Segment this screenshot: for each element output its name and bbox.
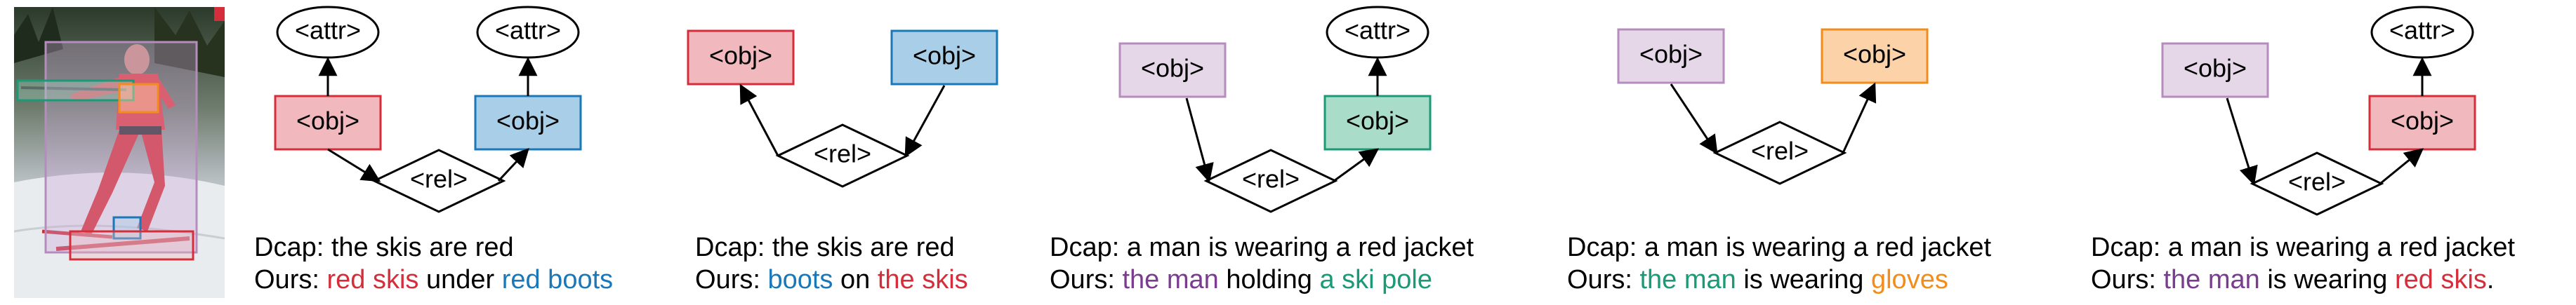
caption-phrase-blue: boots [767, 265, 833, 294]
obj-node [1118, 42, 1227, 98]
caption-panel-5: Dcap: a man is wearing a red jacket Ours… [2091, 231, 2515, 296]
rel-label: <rel> [1242, 165, 1300, 194]
dcap-caption: Dcap: a man is wearing a red jacket [2091, 233, 2516, 262]
caption-text: under [418, 265, 502, 294]
obj-label: <obj> [496, 107, 560, 135]
attr-label: <attr> [495, 16, 561, 45]
edge-arrow [2226, 97, 2258, 186]
rel-label: <rel> [814, 140, 871, 168]
caption-text: Ours: [1567, 265, 1640, 294]
edge-arrow [2379, 148, 2424, 185]
obj-label: <obj> [2391, 107, 2454, 135]
obj-node [2368, 95, 2476, 151]
dcap-caption: Dcap: the skis are red [254, 233, 514, 262]
caption-phrase-purple: the man [1122, 265, 1219, 294]
obj-node [1617, 28, 1725, 84]
rel-node [371, 149, 506, 213]
caption-text: Ours: [2091, 265, 2164, 294]
rel-label: <rel> [410, 165, 468, 194]
obj-label: <obj> [709, 41, 772, 70]
obj-label: <obj> [913, 41, 976, 70]
edge-arrow [1185, 97, 1214, 183]
caption-panel-3: Dcap: a man is wearing a red jacket Ours… [1050, 231, 1474, 296]
dcap-caption: Dcap: a man is wearing a red jacket [1567, 233, 1992, 262]
attr-label: <attr> [295, 16, 361, 45]
caption-text: Ours: [1050, 265, 1123, 294]
caption-phrase-blue: red boots [501, 265, 614, 294]
skier-photo [14, 7, 225, 298]
caption-text: Ours: [695, 265, 768, 294]
edge-arrow [497, 148, 529, 182]
obj-node [474, 95, 582, 151]
obj-node [687, 29, 795, 86]
dcap-caption: Dcap: a man is wearing a red jacket [1050, 233, 1474, 262]
obj-label: <obj> [1639, 40, 1703, 69]
attr-label: <attr> [1345, 16, 1411, 45]
ours-caption: Ours: red skis under red boots [254, 264, 613, 296]
ours-caption: Ours: boots on the skis [695, 264, 968, 296]
caption-panel-4: Dcap: a man is wearing a red jacket Ours… [1567, 231, 1991, 296]
rel-label: <rel> [1751, 137, 1809, 165]
caption-phrase-orange: gloves [1870, 265, 1948, 294]
obj-node [2161, 42, 2269, 98]
caption-text: on [833, 265, 878, 294]
edge-arrow [1333, 148, 1380, 182]
caption-text: . [2486, 265, 2495, 294]
obj-label: <obj> [1141, 54, 1204, 83]
obj-label: <obj> [1346, 107, 1409, 135]
obj-node [890, 29, 998, 86]
obj-node [274, 95, 382, 151]
caption-text: holding [1218, 265, 1320, 294]
caption-text: Ours: [254, 265, 327, 294]
edge-arrow [904, 85, 946, 158]
edge-arrow [327, 148, 381, 182]
caption-phrase-red: red skis [326, 265, 419, 294]
obj-label: <obj> [1843, 40, 1906, 69]
obj-label: <obj> [2184, 54, 2247, 83]
rel-node [1712, 121, 1847, 185]
rel-label: <rel> [2288, 168, 2346, 196]
ours-caption: Ours: the man holding a ski pole [1050, 264, 1474, 296]
caption-phrase-purple: the man [2163, 265, 2260, 294]
obj-label: <obj> [296, 107, 359, 135]
ours-caption: Ours: the man is wearing red skis. [2091, 264, 2515, 296]
caption-phrase-teal: a ski pole [1319, 265, 1432, 294]
caption-text: is wearing [2259, 265, 2395, 294]
attr-label: <attr> [2389, 16, 2455, 45]
edge-arrow [1670, 83, 1718, 155]
caption-panel-1: Dcap: the skis are red Ours: red skis un… [254, 231, 613, 296]
dcap-caption: Dcap: the skis are red [695, 233, 955, 262]
edge-arrow [1842, 82, 1877, 154]
caption-phrase-red: red skis [2394, 265, 2487, 294]
caption-phrase-teal: the man [1639, 265, 1736, 294]
caption-phrase-red: the skis [877, 265, 968, 294]
edge-arrow [739, 83, 779, 156]
caption-text: is wearing [1736, 265, 1871, 294]
caption-panel-2: Dcap: the skis are red Ours: boots on th… [695, 231, 968, 296]
ours-caption: Ours: the man is wearing gloves [1567, 264, 1991, 296]
